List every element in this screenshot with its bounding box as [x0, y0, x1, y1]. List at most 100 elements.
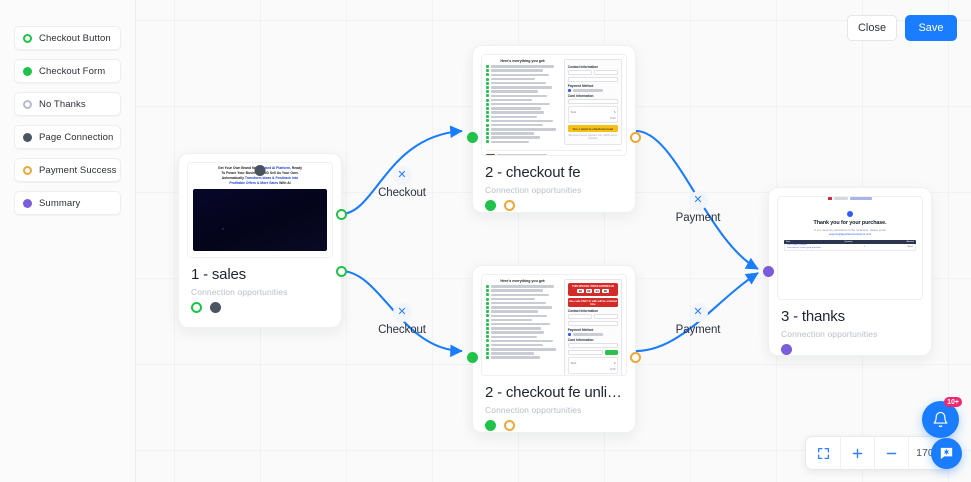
legend-item-checkout-button[interactable]: Checkout Button — [14, 26, 121, 50]
feature-row — [486, 81, 560, 85]
legend-item-checkout-form[interactable]: Checkout Form — [14, 59, 121, 83]
headline-highlight: Profitable Offers & More Sales — [229, 181, 279, 186]
timer-hours: 02 — [585, 289, 592, 293]
notification-badge: 10+ — [944, 397, 962, 407]
order-summary-table: Item Quantity Amount Your Order - produc… — [784, 240, 916, 251]
feature-row — [486, 310, 560, 314]
flow-node-thanks[interactable]: Thank you for your purchase. If you need… — [763, 187, 932, 356]
flow-node-checkout-fe-unlimited[interactable]: Here's everything you get: — [467, 265, 641, 433]
headline-part: Sell As Your Own. — [269, 171, 299, 176]
coupon-field[interactable] — [567, 350, 603, 355]
conn-dot-page-connection[interactable] — [210, 302, 221, 313]
card-number-field[interactable] — [567, 343, 618, 348]
last-name-field[interactable] — [593, 314, 618, 319]
feature-row — [486, 347, 560, 351]
feature-row — [486, 111, 560, 115]
feature-row — [486, 73, 560, 77]
feature-row — [486, 98, 560, 102]
edge-label-sales-to-checkout-unlimited[interactable]: ✕ Checkout — [364, 303, 440, 336]
node-handle-payment-success-out[interactable] — [630, 132, 641, 143]
feature-row — [486, 297, 560, 301]
close-icon[interactable]: ✕ — [392, 166, 412, 185]
header-link — [850, 197, 872, 200]
edge-label-text: Checkout — [378, 324, 426, 336]
first-name-field[interactable] — [567, 314, 592, 319]
feature-row — [486, 285, 560, 288]
apply-coupon-button[interactable] — [604, 350, 618, 355]
timer-note: Use code UNLT to with will be a limited … — [567, 298, 618, 307]
zoom-out-button[interactable] — [874, 437, 908, 469]
payment-option-row[interactable] — [567, 333, 618, 336]
order-item-name: Your Order - product — [787, 243, 807, 246]
conn-dot-payment-success[interactable] — [504, 420, 515, 431]
node-handle-payment-success-out[interactable] — [630, 352, 641, 363]
legend-label-summary: Summary — [39, 197, 81, 209]
zoom-in-button[interactable] — [840, 437, 874, 469]
flow-canvas[interactable]: ✕ Checkout ✕ Checkout ✕ Payment ✕ Paymen… — [136, 0, 971, 482]
notifications-button[interactable]: 10+ — [922, 397, 962, 438]
feature-row — [486, 326, 560, 330]
first-name-field[interactable] — [567, 70, 592, 75]
checkout-form: Contact Information Payment Method Card … — [563, 59, 622, 145]
close-icon[interactable]: ✕ — [688, 191, 708, 210]
node-handle-summary-in[interactable] — [763, 266, 774, 277]
conn-dot-checkout-form[interactable] — [485, 200, 496, 211]
legend-item-summary[interactable]: Summary — [14, 191, 121, 215]
node-handle-sales-checkout-button[interactable] — [336, 209, 347, 220]
headline-bold: AND — [261, 171, 269, 176]
feature-row — [486, 305, 560, 309]
headline-part: Automatically — [221, 176, 244, 181]
order-item-link[interactable]: View item or access your purchase — [787, 247, 821, 249]
close-button[interactable]: Close — [847, 15, 897, 41]
logo-mark — [828, 197, 832, 200]
save-button[interactable]: Save — [905, 15, 957, 41]
conn-dot-checkout-button[interactable] — [191, 302, 202, 313]
node-handle-sales-checkout-button-2[interactable] — [336, 266, 347, 277]
testimonial — [486, 149, 622, 155]
conn-dot-checkout-form[interactable] — [485, 420, 496, 431]
email-field[interactable] — [567, 77, 618, 82]
close-icon[interactable]: ✕ — [688, 303, 708, 322]
node-title: 2 - checkout fe unlimi... — [485, 384, 635, 401]
support-email-link[interactable]: support@appsfactorsolutions.com — [828, 232, 872, 236]
legend-item-payment-success[interactable]: Payment Success — [14, 158, 121, 182]
features-heading: Here's everything you get: — [500, 59, 546, 63]
checkout-cta-button[interactable]: Yes, I want to checkout now! — [567, 125, 618, 132]
feature-row — [486, 352, 560, 355]
legend-item-page-connection[interactable]: Page Connection — [14, 125, 121, 149]
feature-row — [486, 132, 560, 135]
close-icon[interactable]: ✕ — [392, 303, 412, 322]
card-information-label: Card Information — [567, 94, 594, 98]
feature-row — [486, 322, 560, 326]
feature-row — [486, 69, 560, 73]
edge-label-checkout-fe-to-thanks[interactable]: ✕ Payment — [660, 191, 736, 224]
legend-item-no-thanks[interactable]: No Thanks — [14, 92, 121, 116]
help-chat-button[interactable] — [931, 438, 962, 469]
feature-row — [486, 356, 560, 360]
edge-label-checkout-unlim-to-thanks[interactable]: ✕ Payment — [660, 303, 736, 336]
headline-part: To Power Your Business — [221, 171, 261, 176]
legend-dot-summary — [23, 198, 32, 208]
last-name-field[interactable] — [593, 70, 618, 75]
node-handle-checkout-form-in[interactable] — [467, 352, 478, 363]
total-row: Total$ — [570, 360, 616, 365]
node-handle-checkout-form-in[interactable] — [467, 132, 478, 143]
edge-label-sales-to-checkout-fe[interactable]: ✕ Checkout — [364, 166, 440, 199]
feature-row — [486, 339, 560, 343]
email-field[interactable] — [567, 321, 618, 326]
connection-opportunity-dots — [473, 415, 635, 441]
payment-option-row[interactable] — [567, 89, 618, 92]
flow-node-checkout-fe[interactable]: Here's everything you get: — [467, 45, 641, 213]
fit-screen-icon[interactable] — [806, 437, 840, 469]
feature-row — [486, 136, 560, 140]
feature-row — [486, 293, 560, 297]
edge-label-text: Checkout — [378, 187, 426, 199]
card-number-field[interactable] — [567, 99, 618, 104]
connection-opportunity-dots — [473, 195, 635, 221]
flow-node-sales[interactable]: Get Your Own Brand New Instant AI Platfo… — [178, 153, 347, 328]
edge-checkout-fe-to-thanks — [635, 129, 759, 270]
conn-dot-summary[interactable] — [781, 344, 792, 355]
order-amount: $0.00 — [907, 246, 913, 248]
node-subtitle: Connection opportunities — [191, 287, 288, 297]
conn-dot-payment-success[interactable] — [504, 200, 515, 211]
